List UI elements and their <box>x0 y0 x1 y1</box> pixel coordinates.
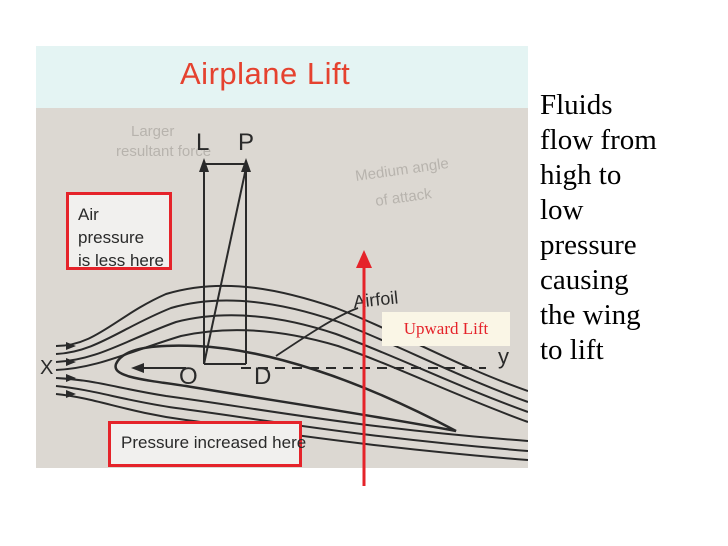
low-pressure-callout: Air pressure is less here <box>66 192 172 270</box>
airfoil-diagram-scan: Airplane Lift Medium angle of attack Lar… <box>36 46 528 468</box>
high-pressure-callout: Pressure increased here <box>108 421 306 467</box>
label-airfoil: Airfoil <box>352 287 399 312</box>
svg-text:resultant force: resultant force <box>116 143 211 160</box>
svg-text:Larger: Larger <box>131 123 174 140</box>
label-p: P <box>238 129 254 156</box>
force-diagram <box>203 163 247 365</box>
explanation-line: the wing <box>540 299 641 331</box>
force-arrowheads <box>199 158 251 172</box>
upward-lift-arrowhead <box>356 250 372 268</box>
lift-explanation: Fluids flow from high to low pressure ca… <box>540 88 720 368</box>
airfoil-shape <box>114 344 457 433</box>
explanation-line: to lift <box>540 334 604 366</box>
diagram-title: Airplane Lift <box>180 56 351 91</box>
explanation-line: high to <box>540 159 622 191</box>
airfoil-pointer-line <box>275 307 359 357</box>
low-pressure-line-2: is less here <box>78 251 164 270</box>
label-d: D <box>254 363 271 390</box>
inlet-arrowheads <box>66 342 76 398</box>
label-o: O <box>179 363 198 390</box>
airfoil-streamline-drawing: Medium angle of attack Larger resultant … <box>40 123 528 461</box>
explanation-line: low <box>540 194 584 226</box>
explanation-line: Fluids <box>540 89 613 121</box>
diagram-header: Airplane Lift <box>36 46 528 108</box>
diagram-letters: L P O D X y Airfoil <box>40 129 509 390</box>
explanation-line: causing <box>540 264 629 296</box>
low-pressure-line-1: Air pressure <box>78 205 145 247</box>
label-y: y <box>498 344 509 369</box>
upward-lift-label: Upward Lift <box>382 312 510 346</box>
label-l: L <box>196 129 209 156</box>
label-x: X <box>40 357 53 379</box>
explanation-line: flow from <box>540 124 657 156</box>
explanation-line: pressure <box>540 229 637 261</box>
drag-arrowhead <box>131 363 144 373</box>
